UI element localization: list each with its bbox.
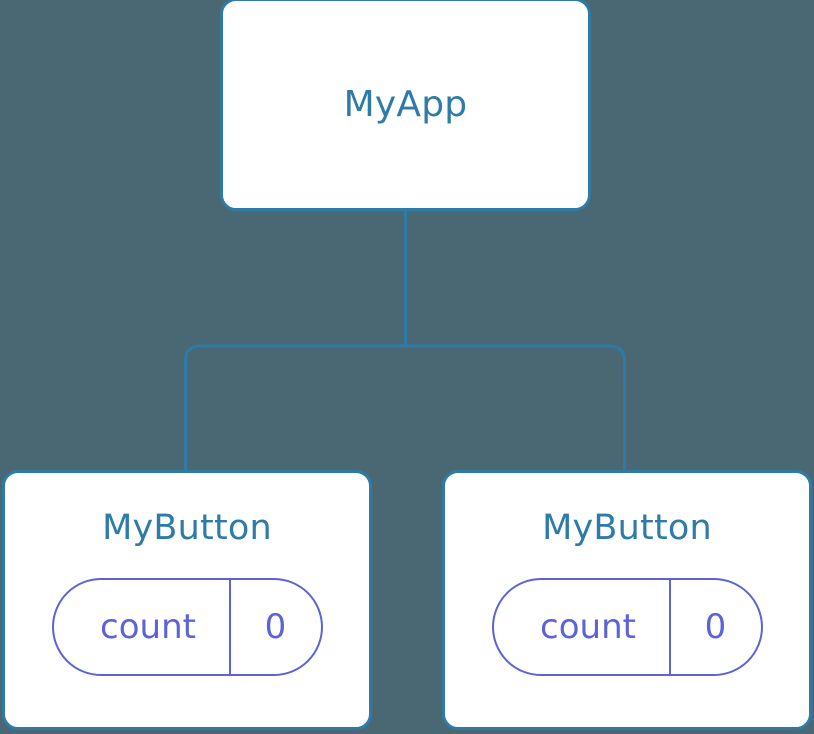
node-mybutton-2[interactable]: MyButton count 0 — [442, 470, 812, 730]
edge-root-to-child-right — [405, 344, 626, 474]
state-pill-key: count — [100, 607, 196, 647]
node-title: MyButton — [542, 508, 712, 548]
node-mybutton-1[interactable]: MyButton count 0 — [2, 470, 372, 730]
state-pill-count[interactable]: count 0 — [51, 578, 323, 676]
state-pill-count[interactable]: count 0 — [491, 578, 763, 676]
state-pill-value: 0 — [668, 580, 761, 674]
state-pill-value: 0 — [228, 580, 321, 674]
node-title: MyApp — [343, 83, 468, 125]
node-myapp[interactable]: MyApp — [220, 0, 591, 211]
node-title: MyButton — [102, 508, 272, 548]
edge-root-to-child-left — [184, 344, 406, 474]
state-pill-key: count — [540, 607, 636, 647]
